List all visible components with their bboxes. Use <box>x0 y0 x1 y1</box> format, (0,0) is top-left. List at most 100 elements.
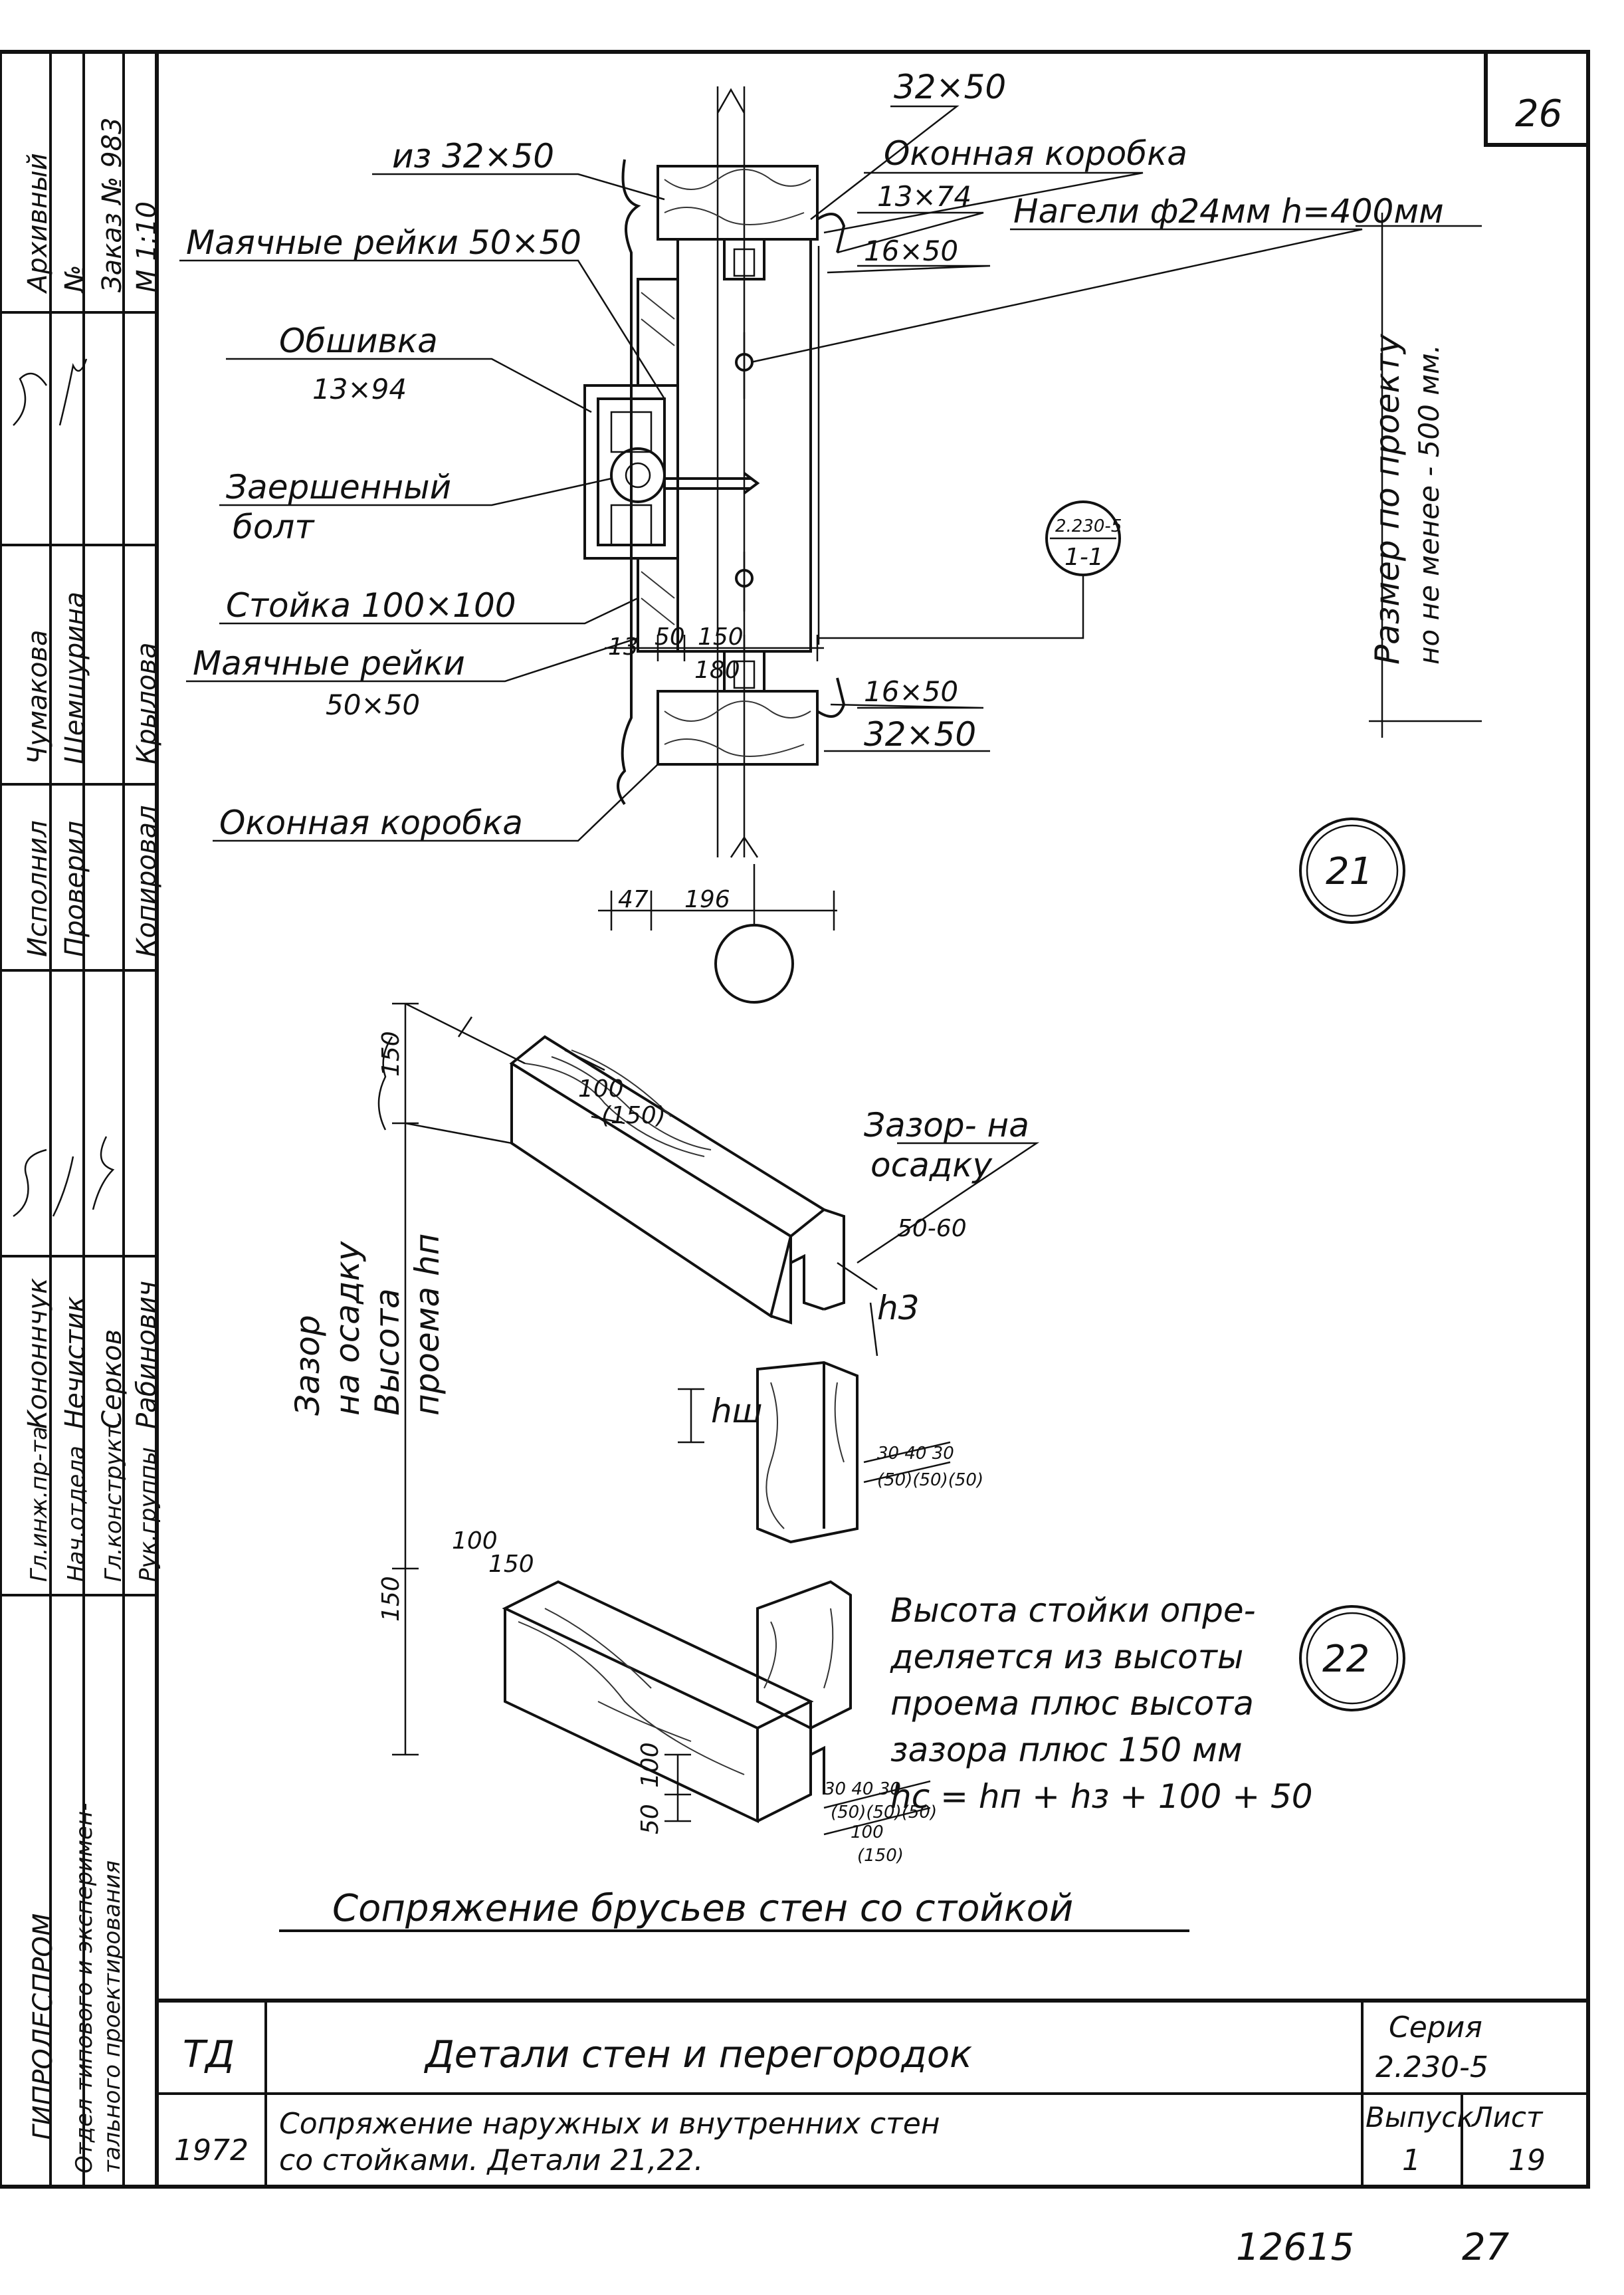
title-code: ТД <box>183 2033 235 2076</box>
stamp-name-3: Серков <box>97 1329 128 1429</box>
label-sheathing: Обшивка <box>279 322 438 360</box>
side-stamp <box>0 52 157 2187</box>
dim-150-b: 150 <box>377 1576 405 1622</box>
issue-value: 1 <box>1402 2143 1421 2177</box>
dim-100-a: 100 <box>578 1075 624 1103</box>
sheet-value: 19 <box>1508 2143 1546 2177</box>
issue-label: Выпуск <box>1366 2101 1474 2133</box>
detail-21-marker <box>1299 818 1405 924</box>
signatures <box>13 358 115 1218</box>
stamp-org: ГИПРОЛЕСПРОМ <box>28 1913 58 2140</box>
dim-small-b3: 100 <box>851 1822 884 1842</box>
label-frame-top: Оконная коробка <box>884 134 1187 173</box>
dim-50-v: 50 <box>637 1804 664 1834</box>
note-line-3: проема плюс высота <box>890 1684 1254 1723</box>
detail-21-drawing <box>179 86 1482 1004</box>
title-sub-2: со стойками. Детали 21,22. <box>279 2143 703 2177</box>
series-label: Серия <box>1389 2011 1482 2044</box>
stamp-person-2: Шемшурина <box>60 592 90 764</box>
label-vert-4: проема hп <box>408 1234 447 1416</box>
dim-small-a2: (50)(50)(50) <box>877 1470 983 1490</box>
label-32x50-top: 32×50 <box>894 68 1006 106</box>
label-16x50-bottom: 16×50 <box>864 675 958 708</box>
label-sheathing-size: 13×94 <box>312 373 407 405</box>
page-number: 26 <box>1515 92 1562 136</box>
label-design-size-1: Размер по проекту <box>1368 333 1407 665</box>
dim-47: 47 <box>618 886 649 913</box>
label-gap-range: 50-60 <box>897 1215 967 1242</box>
label-13x74: 13×74 <box>877 180 971 213</box>
dim-150p-a: (150) <box>601 1102 666 1129</box>
label-dowels: Нагели ф24мм h=400мм <box>1013 192 1444 231</box>
dim-180: 180 <box>694 657 740 684</box>
dim-100-v: 100 <box>637 1742 664 1788</box>
label-iz: из 32×50 <box>392 137 554 175</box>
label-vert-2: на осадку <box>328 1240 367 1416</box>
stamp-archive: Архивный <box>23 153 53 294</box>
stamp-dept-2: тального проектирования <box>99 1860 126 2173</box>
label-rails-bottom-1: Маячные рейки <box>193 644 465 683</box>
detail-22-marker <box>1299 1605 1405 1711</box>
label-vert-3: Высота <box>368 1288 407 1416</box>
stamp-role-2: Нач.отдела <box>63 1446 90 1582</box>
note-line-5: hс = hп + hз + 100 + 50 <box>890 1777 1313 1816</box>
dim-150-a: 150 <box>377 1031 405 1077</box>
label-hw: hш <box>711 1392 762 1430</box>
bottom-number-2: 27 <box>1462 2226 1510 2269</box>
stamp-role-4: Рук.группы <box>135 1447 161 1582</box>
label-frame-bottom: Оконная коробка <box>219 804 523 842</box>
label-bolt-2: болт <box>233 508 315 546</box>
series-value: 2.230-5 <box>1375 2050 1488 2084</box>
dim-small-b2: (50)(50)(50) <box>831 1803 937 1822</box>
label-gap-top-1: Зазор- на <box>864 1106 1029 1145</box>
sheet-frame <box>0 50 1590 2189</box>
stamp-scale: М 1:10 <box>132 201 162 292</box>
stamp-order: Заказ № 983 <box>97 118 128 292</box>
detail-22-caption: Сопряжение брусьев стен со стойкой <box>332 1887 1073 1930</box>
stamp-person-1: Чумакова <box>23 630 53 765</box>
dim-small-b: 30 40 30 <box>824 1779 901 1799</box>
stamp-cap-4: Копировал <box>132 805 162 957</box>
label-design-size-2: но не менее - 500 мм. <box>1413 344 1445 665</box>
note-line-4: зазора плюс 150 мм <box>890 1731 1243 1769</box>
stamp-cap-1: Исполнил <box>23 820 53 957</box>
label-16x50-top: 16×50 <box>864 235 958 267</box>
dim-196: 196 <box>684 886 730 913</box>
dim-100-b: 100 <box>452 1527 498 1555</box>
detail-22-note: Высота стойки опре- деляется из высоты п… <box>890 1591 1313 1816</box>
label-32x50-bottom: 32×50 <box>864 715 976 754</box>
title-sub-1: Сопряжение наружных и внутренних стен <box>279 2107 940 2141</box>
callout-top: 2.230-5 <box>1055 516 1122 536</box>
bottom-number-1: 12615 <box>1236 2226 1354 2269</box>
dim-small-a: 30 40 30 <box>877 1444 954 1464</box>
stamp-dept-1: Отдел типового и эксперимен- <box>71 1803 98 2173</box>
title-block-frame <box>157 1999 1588 2187</box>
detail-22-number: 22 <box>1322 1638 1370 1681</box>
title-year: 1972 <box>174 2133 249 2167</box>
sheet-label: Лист <box>1471 2101 1544 2133</box>
dim-13: 13 <box>608 633 639 661</box>
dim-150p-b: 150 <box>488 1551 534 1578</box>
stamp-name-1: Кононнчук <box>23 1278 53 1429</box>
callout-bottom: 1-1 <box>1065 544 1104 571</box>
detail-22-drawing <box>377 1002 1040 1836</box>
note-line-1: Высота стойки опре- <box>890 1591 1256 1630</box>
stamp-person-4: Крылова <box>132 643 162 765</box>
dim-150: 150 <box>698 623 744 651</box>
label-gap-top-2: осадку <box>870 1146 993 1184</box>
stamp-org-group: ГИПРОЛЕСПРОМ <box>28 1913 58 2140</box>
label-post: Стойка 100×100 <box>226 586 516 625</box>
stamp-role-1: Гл.инж.пр-та <box>26 1426 52 1582</box>
note-line-2: деляется из высоты <box>890 1638 1243 1676</box>
stamp-no: № <box>60 265 90 294</box>
label-h3: h3 <box>877 1289 920 1327</box>
label-rails-top: Маячные рейки 50×50 <box>186 223 581 262</box>
stamp-name-4: Рабинович <box>132 1281 162 1429</box>
label-bolt-1: Заершенный <box>226 468 451 506</box>
stamp-role-3: Гл.конструкт. <box>100 1418 127 1582</box>
label-vert-1: Зазор <box>288 1315 327 1416</box>
title-main: Детали стен и перегородок <box>423 2033 972 2076</box>
dim-small-b4: (150) <box>857 1846 904 1866</box>
label-rails-bottom-2: 50×50 <box>326 689 420 721</box>
